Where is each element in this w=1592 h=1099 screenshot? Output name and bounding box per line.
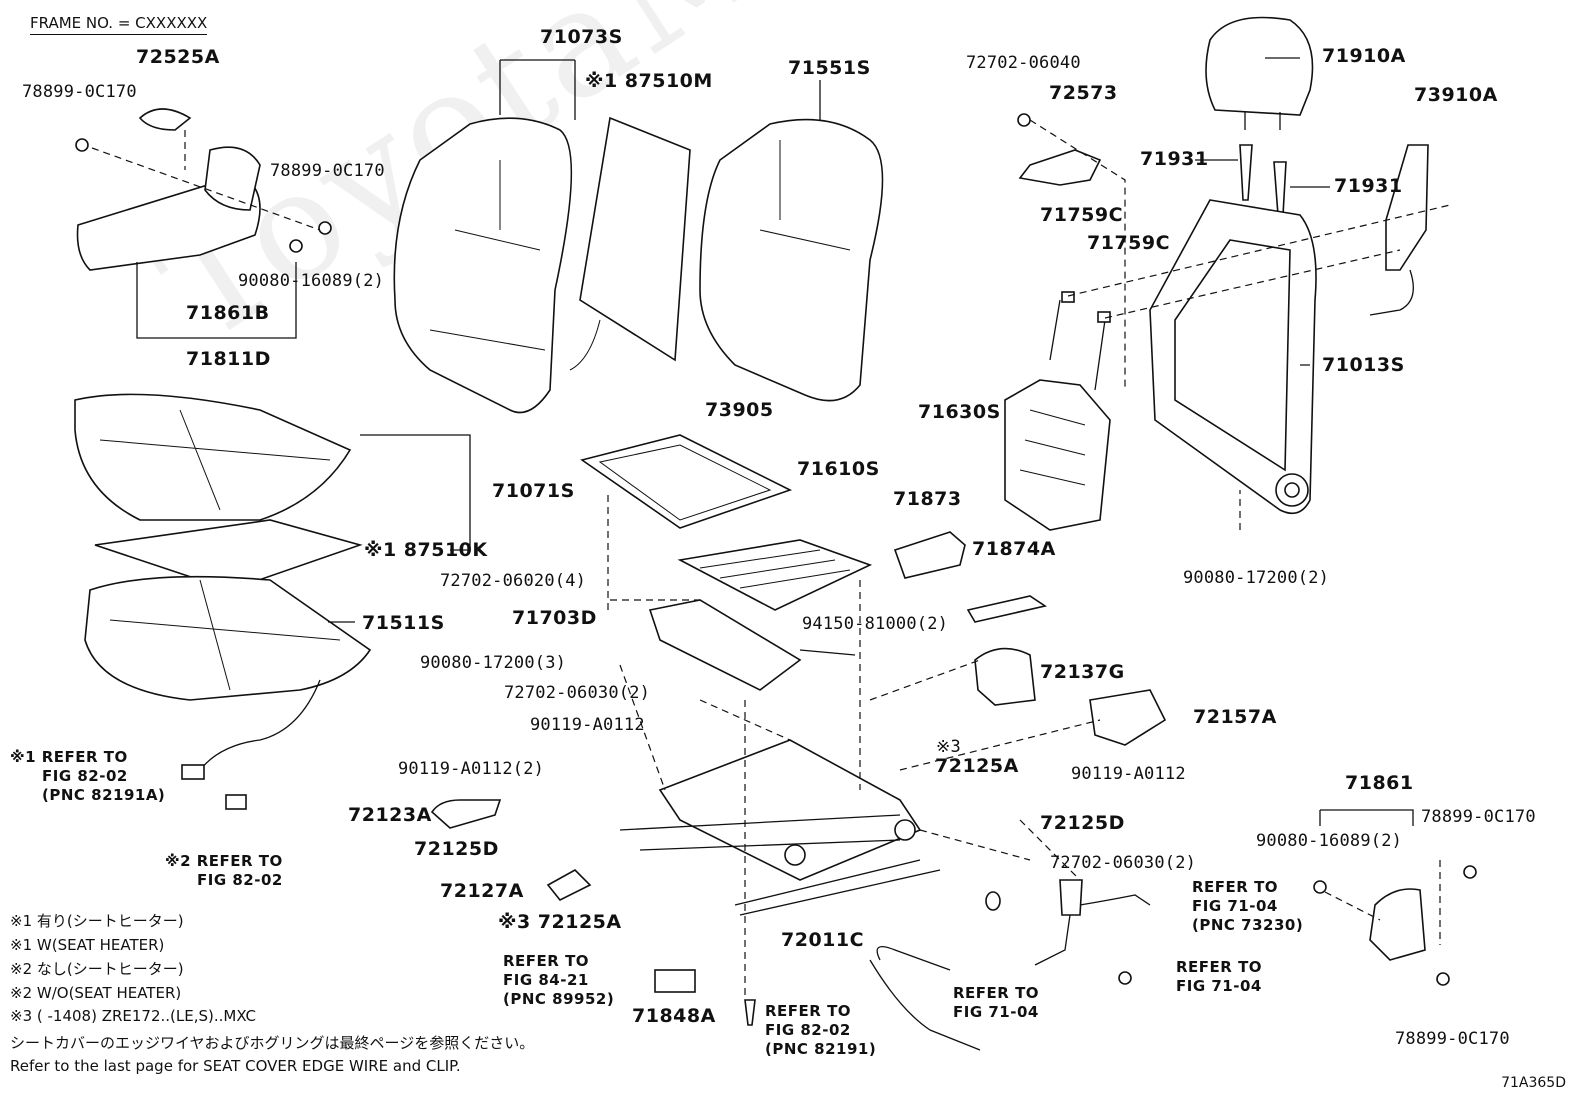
part-label-90080-17200[interactable]: 90080-17200(3) — [420, 653, 567, 673]
ref-line: FIG 82-02 — [765, 1021, 851, 1039]
part-label-71610S[interactable]: 71610S — [797, 458, 880, 480]
part-label-72702-06040[interactable]: 72702-06040 — [966, 53, 1081, 73]
part-label-78899-0C170[interactable]: 78899-0C170 — [1421, 807, 1536, 827]
reference-block[interactable]: REFER TO FIG 82-02 (PNC 82191) — [765, 1002, 876, 1059]
ref-line: (PNC 73230) — [1192, 916, 1304, 934]
note-line: シートカバーのエッジワイヤおよびホグリングは最終ページを参照ください。 — [10, 1034, 535, 1052]
part-label-71759C[interactable]: 71759C — [1087, 232, 1171, 254]
part-label-71073S[interactable]: 71073S — [540, 26, 623, 48]
part-label-90119-A0112[interactable]: 90119-A0112 — [1071, 764, 1186, 784]
ref-line: (PNC 89952) — [503, 990, 615, 1008]
ref-line: REFER TO — [1192, 878, 1279, 896]
part-label-90080-16089[interactable]: 90080-16089(2) — [238, 271, 385, 291]
part-label-72127A[interactable]: 72127A — [440, 880, 524, 902]
part-label-72573[interactable]: 72573 — [1049, 82, 1118, 104]
part-label-71551S[interactable]: 71551S — [788, 57, 871, 79]
reference-block[interactable]: ※2 REFER TO FIG 82-02 — [165, 852, 283, 890]
part-label-90080-17200[interactable]: 90080-17200(2) — [1183, 568, 1330, 588]
ref-line: REFER TO — [765, 1002, 852, 1020]
part-label-90080-16089[interactable]: 90080-16089(2) — [1256, 831, 1403, 851]
part-label-71511S[interactable]: 71511S — [362, 612, 445, 634]
part-label-90119-A0112[interactable]: 90119-A0112 — [530, 715, 645, 735]
part-label-note-3: ※3 — [936, 737, 961, 757]
ref-line: FIG 82-02 — [197, 871, 283, 889]
note-line: Refer to the last page for SEAT COVER ED… — [10, 1057, 461, 1075]
part-label-73910A[interactable]: 73910A — [1414, 84, 1498, 106]
lumbar-support — [1004, 379, 1111, 531]
part-label-71811D[interactable]: 71811D — [186, 348, 271, 370]
part-label-72011C[interactable]: 72011C — [781, 929, 865, 951]
part-label-71931[interactable]: 71931 — [1334, 175, 1403, 197]
reference-block[interactable]: REFER TO FIG 71-04 (PNC 73230) — [1192, 878, 1303, 935]
reference-block[interactable]: ※1 REFER TO FIG 82-02 (PNC 82191A) — [10, 748, 165, 805]
part-label-71861[interactable]: 71861 — [1345, 772, 1414, 794]
seatback-pad — [699, 118, 884, 402]
part-label-71703D[interactable]: 71703D — [512, 607, 597, 629]
headrest — [1205, 16, 1314, 116]
cushion-cover — [74, 393, 352, 521]
part-label-94150-81000[interactable]: 94150-81000(2) — [802, 614, 949, 634]
ref-line: FIG 84-21 — [503, 971, 589, 989]
reference-block[interactable]: REFER TO FIG 84-21 (PNC 89952) — [503, 952, 614, 1009]
ref-line: (PNC 82191) — [765, 1040, 877, 1058]
part-label-71874A[interactable]: 71874A — [972, 538, 1056, 560]
ref-line: REFER TO — [953, 984, 1040, 1002]
reference-block[interactable]: REFER TO FIG 71-04 — [1176, 958, 1262, 996]
ref-line: FIG 71-04 — [1192, 897, 1278, 915]
cushion-spring — [677, 539, 873, 611]
note-line: ※1 W(SEAT HEATER) — [10, 936, 165, 954]
part-label-72702-06030[interactable]: 72702-06030(2) — [504, 683, 651, 703]
ref-line: FIG 82-02 — [42, 767, 128, 785]
part-label-71013S[interactable]: 71013S — [1322, 354, 1405, 376]
part-label-71861B[interactable]: 71861B — [186, 302, 270, 324]
ref-line: REFER TO — [1176, 958, 1263, 976]
part-label-71759C[interactable]: 71759C — [1040, 204, 1124, 226]
part-label-72157A[interactable]: 72157A — [1193, 706, 1277, 728]
part-label-72125D[interactable]: 72125D — [414, 838, 499, 860]
cushion-pad — [84, 575, 372, 701]
ref-line: (PNC 82191A) — [42, 786, 166, 804]
part-label-72702-06020[interactable]: 72702-06020(4) — [440, 571, 587, 591]
ref-line: ※2 REFER TO — [165, 852, 283, 870]
note-line: ※2 W/O(SEAT HEATER) — [10, 984, 182, 1002]
part-label-72525A[interactable]: 72525A — [136, 46, 220, 68]
part-label-71071S[interactable]: 71071S — [492, 480, 575, 502]
part-label-71630S[interactable]: 71630S — [918, 401, 1001, 423]
part-label-78899-0C170[interactable]: 78899-0C170 — [22, 82, 137, 102]
part-label-90119-A0112[interactable]: 90119-A0112(2) — [398, 759, 545, 779]
ref-line: FIG 71-04 — [1176, 977, 1262, 995]
cushion-frame — [648, 599, 802, 691]
part-label-78899-0C170[interactable]: 78899-0C170 — [1395, 1029, 1510, 1049]
cushion-heater — [94, 519, 363, 591]
part-label-72125A[interactable]: 72125A — [935, 755, 1019, 777]
note-line: ※1 有り(シートヒーター) — [10, 912, 184, 930]
part-label-73905[interactable]: 73905 — [705, 399, 774, 421]
part-label-87510K[interactable]: ※1 87510K — [364, 539, 488, 561]
part-label-87510M[interactable]: ※1 87510M — [585, 70, 713, 92]
seatback-cover — [393, 117, 573, 414]
part-label-72137G[interactable]: 72137G — [1040, 661, 1125, 683]
diagram-code: 71A365D — [1501, 1075, 1566, 1091]
part-label-71910A[interactable]: 71910A — [1322, 45, 1406, 67]
part-label-72125A[interactable]: ※3 72125A — [498, 911, 622, 933]
note-line: ※2 なし(シートヒーター) — [10, 960, 184, 978]
part-label-72125D[interactable]: 72125D — [1040, 812, 1125, 834]
seatback-heater — [579, 116, 691, 362]
ref-line: REFER TO — [503, 952, 590, 970]
note-line: ※3 ( -1408) ZRE172..(LE,S)..MXC — [10, 1007, 257, 1025]
part-label-71848A[interactable]: 71848A — [632, 1005, 716, 1027]
part-label-71931[interactable]: 71931 — [1140, 148, 1209, 170]
ref-line: FIG 71-04 — [953, 1003, 1039, 1021]
part-label-78899-0C170[interactable]: 78899-0C170 — [270, 161, 385, 181]
part-label-72702-06030[interactable]: 72702-06030(2) — [1050, 853, 1197, 873]
frame-number: FRAME NO. = CXXXXXX — [30, 14, 208, 35]
ref-line: ※1 REFER TO — [10, 748, 128, 766]
side-shield-right — [1369, 888, 1426, 961]
reference-block[interactable]: REFER TO FIG 71-04 — [953, 984, 1039, 1022]
part-label-72123A[interactable]: 72123A — [348, 804, 432, 826]
part-label-71873[interactable]: 71873 — [893, 488, 962, 510]
cushion-pan — [580, 434, 793, 529]
